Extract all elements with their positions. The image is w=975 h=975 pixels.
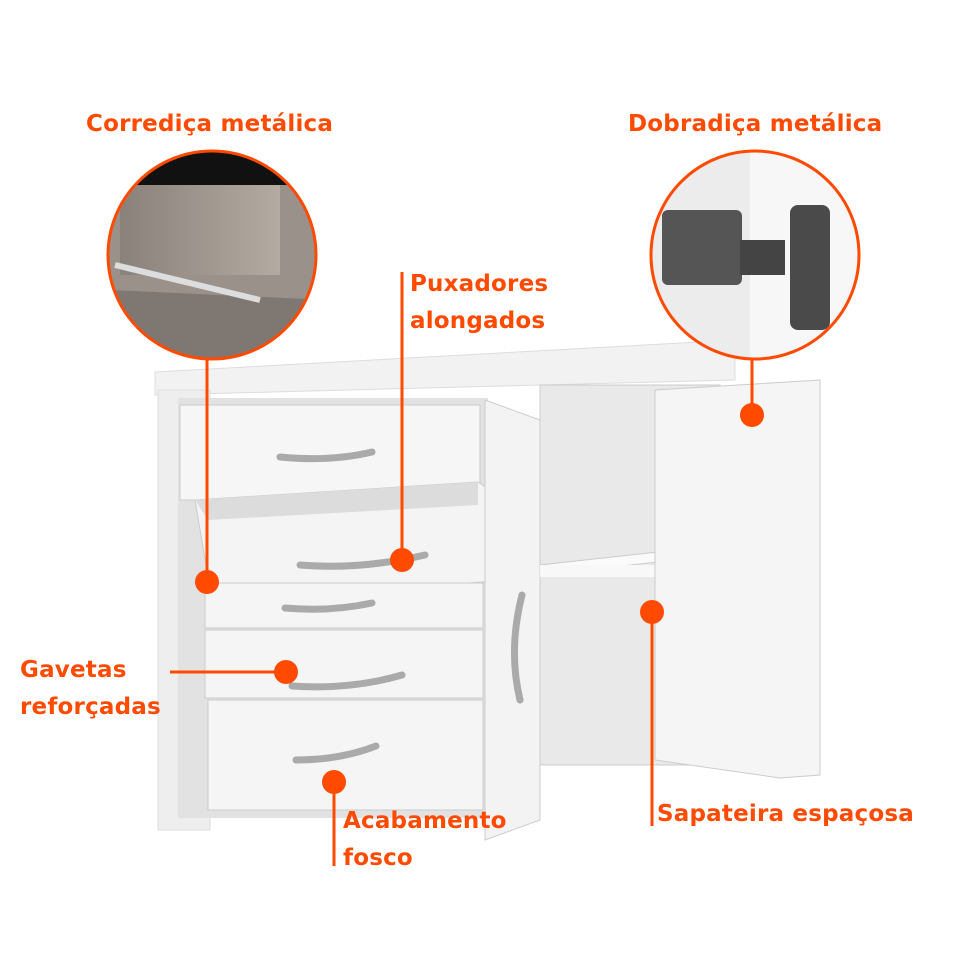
label-sapateira: Sapateira espaçosa [657,801,914,827]
label-puxadores-line2: alongados [410,308,546,334]
label-corredica: Corrediça metálica [86,111,334,137]
label-puxadores: Puxadores alongados [410,266,548,340]
label-gavetas-line1: Gavetas [20,657,127,683]
label-acabamento: Acabamento fosco [343,803,507,877]
cabinet [154,339,821,841]
slide-detail-circle [106,149,318,361]
label-acabamento-line1: Acabamento [343,808,507,834]
label-acabamento-line2: fosco [343,845,413,871]
label-puxadores-line1: Puxadores [410,271,549,297]
label-gavetas: Gavetas reforçadas [20,652,161,726]
label-dobradica: Dobradiça metálica [628,111,883,137]
label-gavetas-line2: reforçadas [20,694,161,720]
callout-lines [170,272,754,866]
callout-dots [195,403,764,794]
